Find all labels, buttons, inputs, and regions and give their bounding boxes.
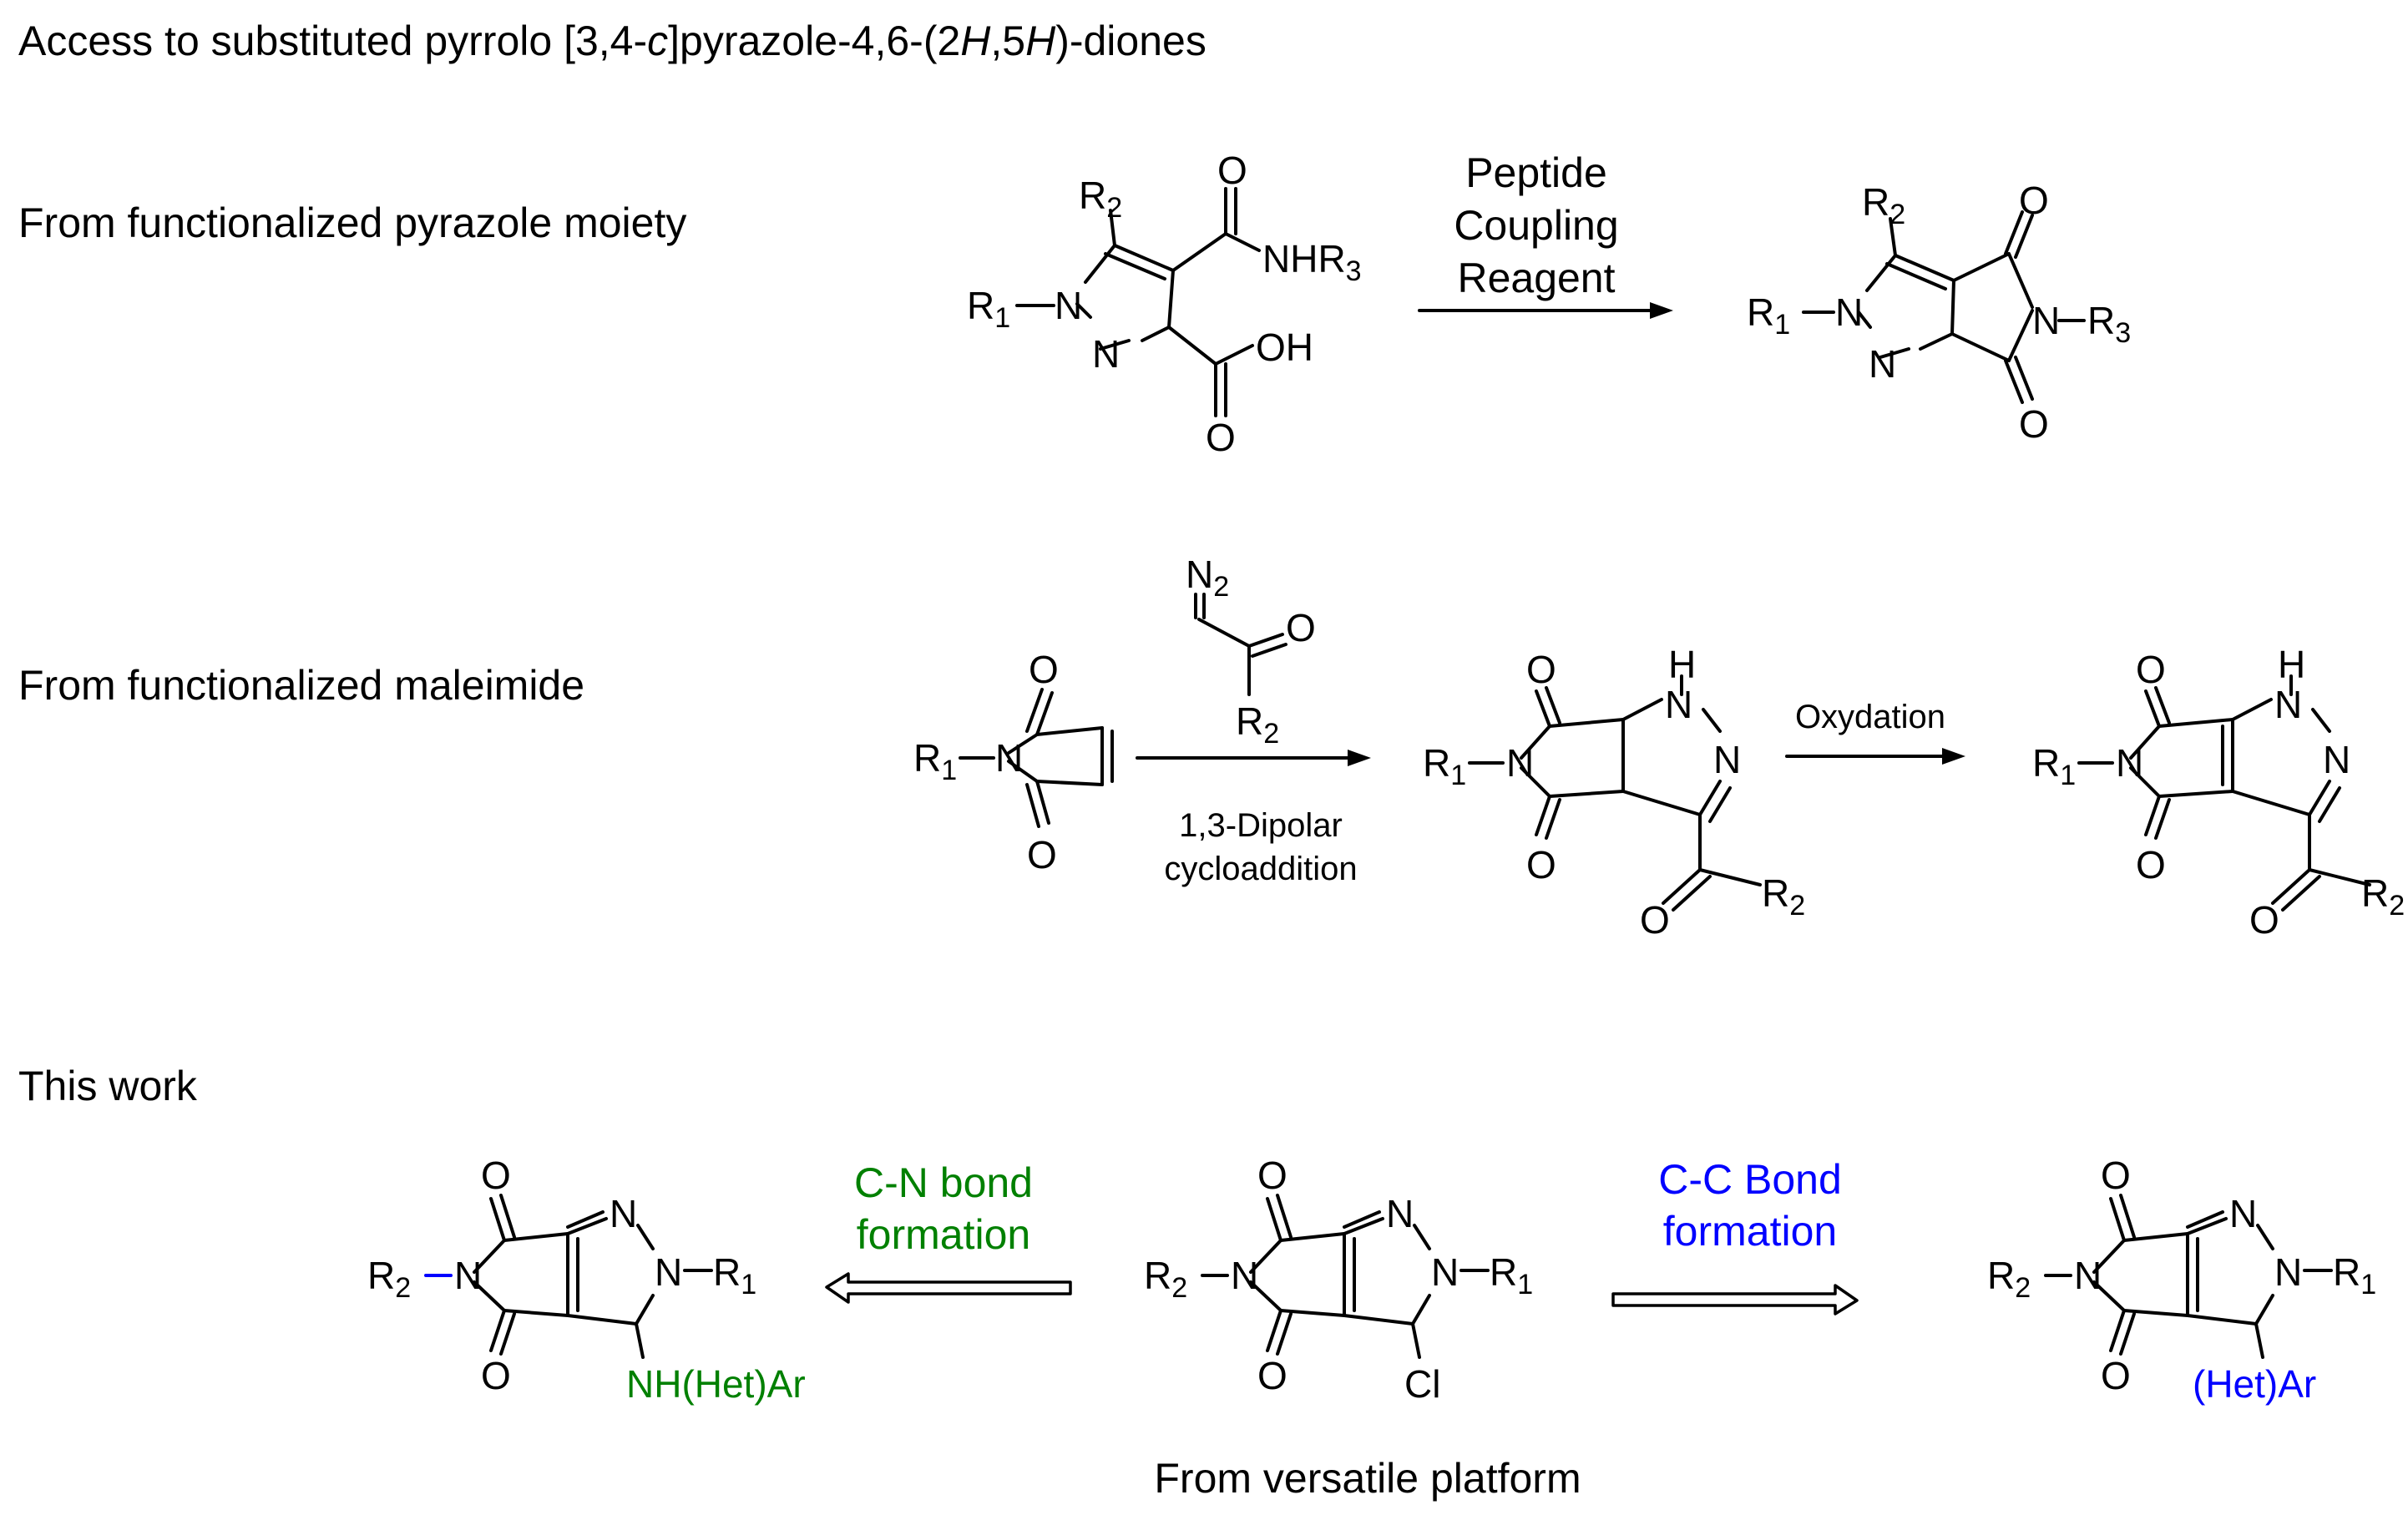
atom-label: O: [1257, 1354, 1287, 1397]
atom-label: O: [1640, 898, 1670, 942]
reaction-arrow: [1418, 302, 1673, 319]
atom-label: N2: [1186, 553, 1229, 603]
amino-product-structure: [473, 1194, 713, 1359]
atom-label: OH: [1256, 326, 1313, 369]
atom-label: N: [1665, 683, 1692, 726]
atom-label: R2: [1762, 871, 1805, 922]
cycloaddition-label: 1,3-Dipolar: [1179, 807, 1343, 844]
chloro-platform-structure: [1201, 1194, 1490, 1359]
cn-bond-label: formation: [857, 1211, 1030, 1258]
atom-label: NHR3: [1262, 237, 1362, 287]
atom-label: R2: [2361, 871, 2405, 922]
atom-label: N: [2229, 1192, 2257, 1235]
atom-label: R1: [913, 736, 957, 786]
atom-label: N: [1386, 1192, 1414, 1235]
atom-label: O: [1526, 648, 1556, 691]
atom-label: N: [2032, 299, 2060, 342]
reaction-arrow: [1136, 750, 1371, 766]
atom-label: N: [1835, 290, 1863, 334]
atom-label: N: [610, 1192, 637, 1235]
atom-label: R1: [2032, 741, 2076, 791]
page-title: Access to substituted pyrrolo [3,4-c]pyr…: [18, 18, 1207, 64]
atom-label: R2: [1987, 1254, 2031, 1304]
atom-label: N: [1869, 342, 1896, 386]
atom-label: R2: [367, 1254, 411, 1304]
atom-label: R2: [1079, 174, 1122, 224]
oxidation-label: Oxydation: [1795, 699, 1945, 735]
atom-label: R2: [1862, 180, 1905, 230]
atom-label: O: [2019, 402, 2049, 446]
atom-label: R1: [1423, 741, 1466, 791]
atom-label: N: [2116, 741, 2143, 785]
atom-label: N: [2274, 683, 2302, 726]
chloro-label: Cl: [1404, 1362, 1440, 1406]
reaction-arrow: [1785, 748, 1965, 765]
cn-bond-label: C-N bond: [854, 1159, 1033, 1206]
atom-label: O: [1526, 843, 1556, 886]
atom-label: N: [1713, 738, 1741, 781]
atom-label: O: [1206, 416, 1236, 459]
atom-label: R3: [2087, 299, 2131, 349]
atom-label: O: [1257, 1154, 1287, 1197]
het-ar-label: (Het)Ar: [2193, 1362, 2316, 1406]
atom-label: O: [481, 1354, 511, 1397]
atom-label: N: [1506, 741, 1534, 785]
cc-bond-label: C-C Bond: [1658, 1156, 1842, 1203]
section-label-pyrazole: From functionalized pyrazole moiety: [18, 199, 686, 246]
hollow-arrow-left: [825, 1272, 1072, 1304]
reagent-label: Reagent: [1457, 255, 1615, 301]
atom-label: N: [2323, 738, 2350, 781]
atom-label: R1: [713, 1250, 756, 1300]
cycloaddition-label: cycloaddition: [1164, 851, 1357, 887]
atom-label: H: [1668, 643, 1696, 686]
reagent-label: Coupling: [1454, 202, 1618, 249]
maleimide-structure: [959, 688, 1114, 828]
atom-label: R2: [1144, 1254, 1187, 1304]
atom-label: O: [2101, 1354, 2131, 1397]
section-label-maleimide: From functionalized maleimide: [18, 662, 584, 709]
atom-label: O: [2136, 843, 2166, 886]
atom-label: R1: [1490, 1250, 1533, 1300]
atom-label: R1: [967, 284, 1010, 334]
atom-label: O: [481, 1154, 511, 1197]
cc-bond-label: formation: [1663, 1208, 1837, 1255]
atom-label: N: [2074, 1254, 2102, 1297]
pyrrolopyrazoledione-product-structure: [1802, 210, 2086, 404]
atom-label: O: [2249, 898, 2279, 942]
section-label-this-work: This work: [18, 1063, 198, 1109]
atom-label: O: [2136, 648, 2166, 691]
platform-caption: From versatile platform: [1154, 1455, 1581, 1502]
pyrazoline-intermediate-structure: [1468, 674, 1762, 912]
atom-label: R2: [1236, 699, 1279, 750]
hollow-arrow-right: [1611, 1284, 1859, 1316]
atom-label: N: [1431, 1250, 1459, 1294]
atom-label: N: [655, 1250, 682, 1294]
diazoketone-reagent-structure: [1194, 593, 1287, 696]
atom-label: N: [1231, 1254, 1258, 1297]
atom-label: O: [2019, 179, 2049, 222]
nh-het-ar-label: NH(Het)Ar: [626, 1362, 806, 1406]
atom-label: N: [1055, 284, 1082, 327]
acyl-pyrazole-product-structure: [2077, 674, 2371, 912]
atom-label: O: [1286, 606, 1316, 649]
atom-label: O: [1027, 833, 1057, 876]
atom-label: R1: [2333, 1250, 2376, 1300]
atom-label: N: [995, 736, 1023, 780]
atom-label: N: [2274, 1250, 2302, 1294]
atom-label: O: [1217, 149, 1247, 192]
atom-label: N: [454, 1254, 482, 1297]
atom-label: R1: [1747, 290, 1790, 341]
atom-label: O: [2101, 1154, 2131, 1197]
atom-label: O: [1029, 648, 1059, 691]
aryl-product-structure: [2044, 1194, 2333, 1359]
pyrazole-acid-amide-structure: [1015, 187, 1261, 417]
atom-label: N: [1092, 332, 1120, 376]
reagent-label: Peptide: [1465, 149, 1607, 196]
atom-label: H: [2278, 643, 2305, 686]
